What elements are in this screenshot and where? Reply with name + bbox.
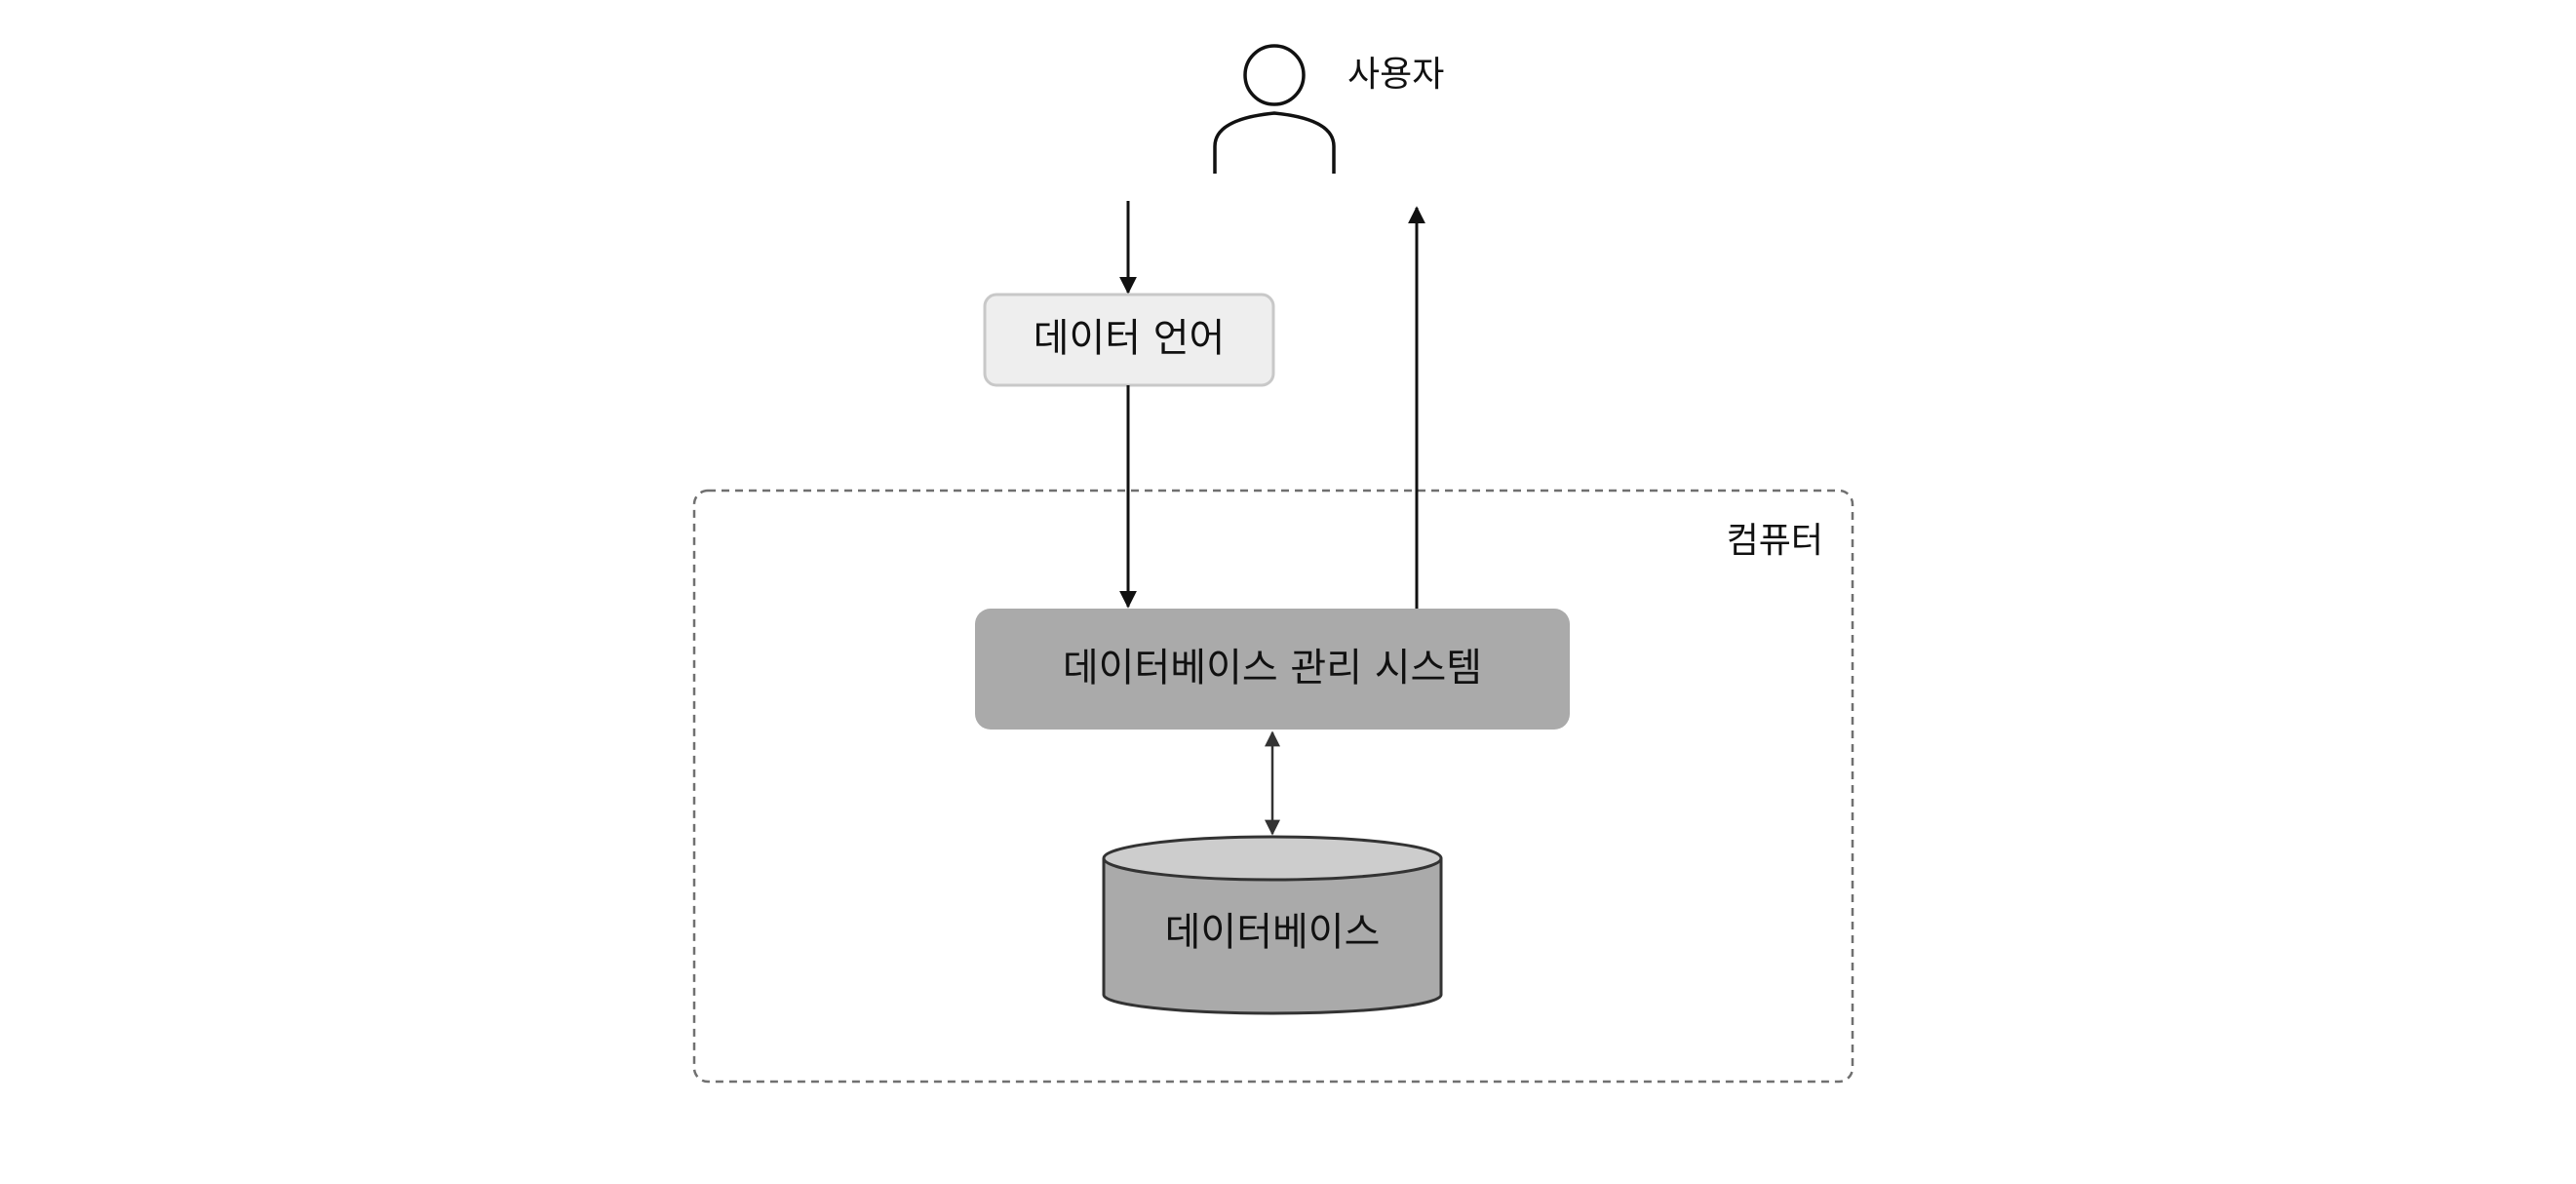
user-label: 사용자 xyxy=(1347,55,1444,95)
user-icon xyxy=(1213,44,1336,174)
database-cylinder-icon xyxy=(1102,835,1443,1015)
dbms-box xyxy=(975,609,1570,730)
dbms-label: 데이터베이스 관리 시스템 xyxy=(1063,646,1482,691)
database-label: 데이터베이스 xyxy=(1165,910,1381,955)
data-language-label: 데이터 언어 xyxy=(1034,316,1226,361)
computer-boundary xyxy=(692,489,1854,1084)
computer-label: 컴퓨터 xyxy=(1727,521,1823,561)
